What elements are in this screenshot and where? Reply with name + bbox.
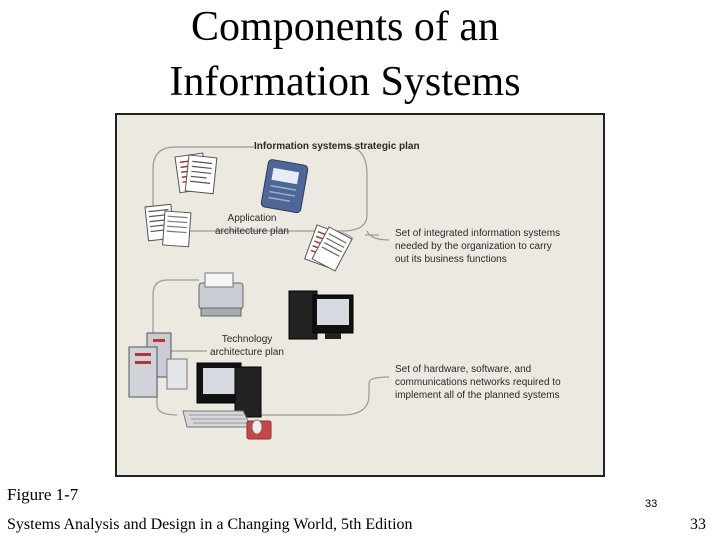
mouse-icon [246, 419, 272, 440]
page-number-small: 33 [645, 498, 658, 510]
tech-description: Set of hardware, software, and communica… [395, 363, 561, 402]
document-stack-icon [174, 152, 218, 195]
footer-text: Systems Analysis and Design in a Changin… [7, 516, 413, 533]
tech-desc-line2: communications networks required to [395, 377, 561, 388]
figure-artwork [128, 146, 390, 440]
document-stack-icon [304, 224, 353, 272]
printer-icon [198, 272, 244, 317]
tech-plan-label: Technology architecture plan [207, 333, 287, 359]
app-desc-line2: needed by the organization to carry [395, 241, 552, 252]
tech-desc-line1: Set of hardware, software, and [395, 364, 532, 375]
tech-plan-line2: architecture plan [210, 347, 284, 358]
desktop-computer-icon [288, 290, 354, 340]
figure-caption: Figure 1-7 [7, 485, 79, 504]
app-plan-line1: Application [227, 213, 277, 224]
app-plan-label: Application architecture plan [212, 212, 292, 238]
connector-app-top [322, 146, 368, 232]
app-description: Set of integrated information systems ne… [395, 227, 560, 266]
tech-desc-line3: implement all of the planned systems [395, 390, 560, 401]
slide-title-line1: Components of an [191, 4, 499, 50]
connector-tech-right [247, 376, 390, 416]
planner-icon [260, 159, 309, 214]
figure-heading: Information systems strategic plan [254, 141, 420, 152]
app-desc-line1: Set of integrated information systems [395, 228, 561, 239]
desktop-computer-icon [196, 362, 262, 418]
page-number: 33 [690, 516, 706, 533]
figure-panel: Information systems strategic plan Appli… [115, 113, 605, 477]
app-desc-line3: out its business functions [395, 254, 507, 265]
tech-plan-line1: Technology [221, 334, 273, 345]
keyboard-icon [182, 410, 252, 428]
app-plan-line2: architecture plan [215, 226, 289, 237]
slide-title-line2: Information Systems [169, 59, 521, 105]
document-stack-icon [144, 203, 192, 248]
server-rack-icon [128, 332, 188, 398]
